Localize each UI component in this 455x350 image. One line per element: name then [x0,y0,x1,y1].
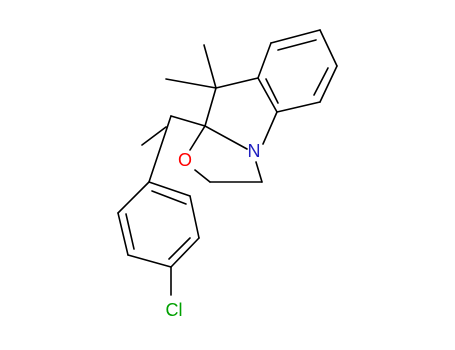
bond [319,65,338,103]
bond [270,29,321,44]
bond [257,77,278,113]
bond-inner [277,39,317,51]
bond [148,181,191,197]
bond-inner [141,126,167,146]
chlorine-atom-label: Cl [166,300,183,320]
bond [148,115,172,183]
gem-dimethyl [165,44,217,89]
bond [117,212,129,256]
nitrogen-atom-label: N [248,141,261,161]
bond-inner [265,78,279,104]
bond [215,77,259,89]
oxazolidine-ring [189,125,263,183]
bond [204,125,248,150]
bond [189,125,206,151]
bond [165,78,217,89]
bond [170,115,206,127]
bond-inner [168,237,191,260]
bond [276,101,321,113]
bond [117,181,150,214]
benzo-ring [257,29,338,113]
bond [170,237,200,268]
bond-inner [151,190,187,205]
bond [255,161,263,183]
bond [194,169,211,183]
bond-inner [313,67,329,96]
oxygen-atom-label: O [178,150,192,170]
vinyl-linker [141,115,206,183]
bond [203,44,217,89]
bond [319,29,338,67]
chlorophenyl-ring [117,181,200,296]
bond [127,254,172,268]
bond-inner [125,213,135,250]
bond [257,42,272,79]
five-membered-ring [204,77,278,150]
bond [262,111,278,145]
bond [204,87,217,127]
bond [189,195,200,239]
